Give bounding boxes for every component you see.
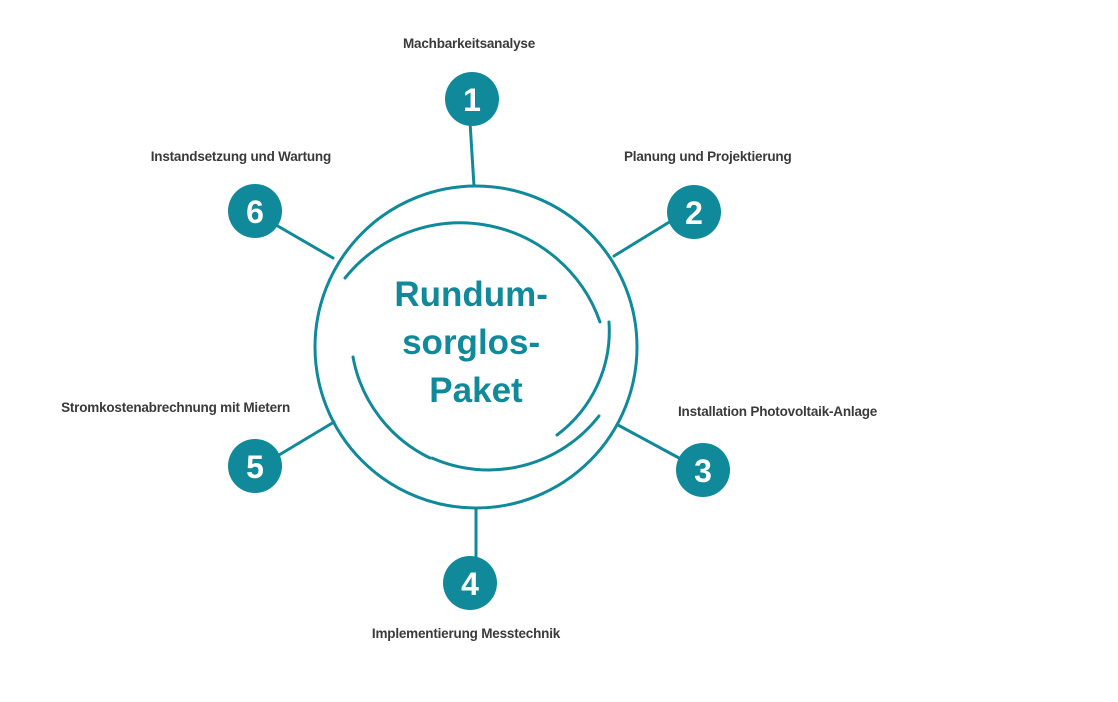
center-title-line-1: Rundum- <box>394 275 548 314</box>
connector-3 <box>616 423 681 460</box>
step-1-badge <box>445 72 499 126</box>
step-3-number: 3 <box>694 453 712 489</box>
step-1: 1 Machbarkeitsanalyse <box>403 36 536 126</box>
connectors <box>274 120 681 562</box>
step-1-label: Machbarkeitsanalyse <box>403 36 536 51</box>
step-2-badge <box>667 185 721 239</box>
step-6: 6 Instandsetzung und Wartung <box>151 149 331 238</box>
connector-1 <box>468 120 476 188</box>
step-4-number: 4 <box>461 566 479 602</box>
step-6-badge <box>228 184 282 238</box>
center-title: Rundum- sorglos- Paket <box>394 275 557 410</box>
step-2-label: Planung und Projektierung <box>624 149 792 164</box>
inner-arc-bottom <box>430 414 601 472</box>
center-title-line-3: Paket <box>429 371 523 410</box>
inner-arc-left <box>351 355 432 460</box>
step-4-label: Implementierung Messtechnik <box>372 626 561 641</box>
connector-5 <box>277 420 336 457</box>
step-5-label: Stromkostenabrechnung mit Mietern <box>61 400 290 415</box>
step-6-label: Instandsetzung und Wartung <box>151 149 331 164</box>
center-title-line-2: sorglos- <box>402 323 540 362</box>
step-6-number: 6 <box>246 194 264 230</box>
inner-arc-bottom-right <box>555 320 611 437</box>
step-3-label: Installation Photovoltaik-Anlage <box>678 404 878 419</box>
step-2: 2 Planung und Projektierung <box>624 149 792 239</box>
step-2-number: 2 <box>685 195 703 231</box>
step-4-badge <box>443 556 497 610</box>
step-5-number: 5 <box>246 449 264 485</box>
connector-6 <box>274 223 335 260</box>
step-3-badge <box>676 443 730 497</box>
step-5: 5 Stromkostenabrechnung mit Mietern <box>61 400 290 493</box>
step-1-number: 1 <box>463 82 481 118</box>
step-4: 4 Implementierung Messtechnik <box>372 556 561 641</box>
step-3: 3 Installation Photovoltaik-Anlage <box>676 404 878 497</box>
step-5-badge <box>228 439 282 493</box>
inner-arc-top-right <box>343 221 602 324</box>
connector-2 <box>612 219 673 258</box>
